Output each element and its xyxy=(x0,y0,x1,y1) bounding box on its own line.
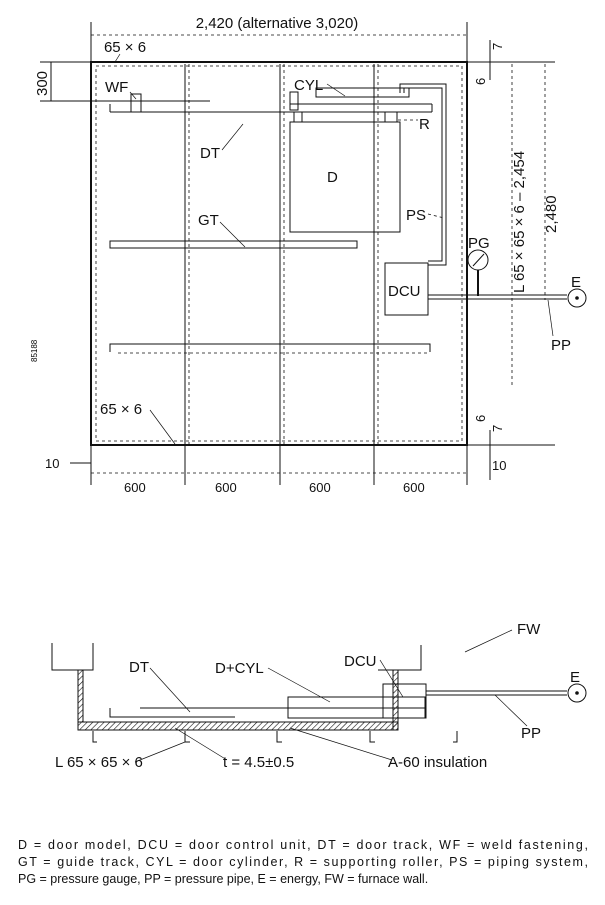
section-label-pp: PP xyxy=(521,725,541,742)
legend-line-3: PG = pressure gauge, PP = pressure pipe,… xyxy=(18,872,428,886)
label-pg: PG xyxy=(468,235,490,252)
section-label-dt: DT xyxy=(129,659,149,676)
offset-right: 10 xyxy=(492,458,506,473)
section-label-angle: L 65 × 65 × 6 xyxy=(55,754,143,771)
leader-line xyxy=(174,727,228,761)
leader-line xyxy=(267,667,331,703)
leader-line xyxy=(134,741,186,763)
leader-line xyxy=(464,629,513,653)
section-door-track xyxy=(109,708,235,718)
label-d: D xyxy=(327,169,338,186)
section-dcu xyxy=(382,683,427,719)
weld-fastening xyxy=(130,93,142,113)
floor-insulation xyxy=(77,721,399,731)
legend: D = door model, DCU = door control unit,… xyxy=(18,838,588,886)
leader-line xyxy=(114,53,121,63)
leader-line xyxy=(149,667,191,713)
right-dimensions xyxy=(467,40,555,480)
label-ps: PS xyxy=(406,207,426,224)
furnace-wall-left xyxy=(51,643,94,671)
supporting-roller xyxy=(384,111,398,123)
label-wf: WF xyxy=(105,79,128,96)
door-control-unit xyxy=(384,262,429,316)
spacing-4: 600 xyxy=(403,480,425,495)
label-e: E xyxy=(571,274,581,291)
right-wall-insulation xyxy=(392,669,399,731)
leader-line xyxy=(494,694,528,727)
energy-dot xyxy=(575,691,579,695)
spacing-2: 600 xyxy=(215,480,237,495)
height-300: 300 xyxy=(34,71,51,96)
spacing-3: 600 xyxy=(309,480,331,495)
energy-dot xyxy=(575,296,579,300)
door-cylinder xyxy=(315,87,410,98)
leader-line xyxy=(379,659,404,698)
section-label-fw: FW xyxy=(517,621,541,638)
support-angles xyxy=(92,731,458,743)
legend-line-1: D = door model, DCU = door control unit,… xyxy=(18,838,588,852)
section-label-insulation: A-60 insulation xyxy=(388,754,487,771)
piping-system-inner xyxy=(403,87,443,262)
section-label-d-cyl: D+CYL xyxy=(215,660,264,677)
left-wall-insulation xyxy=(77,669,84,723)
piping-system xyxy=(399,83,447,266)
section-energy-icon xyxy=(567,683,587,703)
section-label-dcu: DCU xyxy=(344,653,377,670)
leader-line xyxy=(427,213,445,219)
label-gt: GT xyxy=(198,212,219,229)
section-view: FW DT D+CYL DCU E PP L 65 × 65 × 6 t = 4… xyxy=(51,621,587,771)
inner-frame xyxy=(95,65,463,442)
figure-number: 85188 xyxy=(30,339,39,362)
guide-track xyxy=(109,240,358,249)
label-dt: DT xyxy=(200,145,220,162)
cylinder-mount xyxy=(289,91,299,111)
test-frame xyxy=(90,61,468,446)
width-dimension: 2,420 (alternative 3,020) xyxy=(196,15,359,32)
leader-line xyxy=(547,299,554,337)
dim-7-bottom: 7 xyxy=(490,425,505,432)
door-model xyxy=(289,121,401,233)
leader-line xyxy=(149,409,176,445)
bottom-angle-label: 65 × 6 xyxy=(100,401,142,418)
section-label-thickness: t = 4.5±0.5 xyxy=(223,754,294,771)
top-angle-label: 65 × 6 xyxy=(104,39,146,56)
legend-line-2: GT = guide track, CYL = door cylinder, R… xyxy=(18,855,588,869)
energy-source-icon xyxy=(567,288,587,308)
label-pp: PP xyxy=(551,337,571,354)
label-cyl: CYL xyxy=(294,77,323,94)
leader-line xyxy=(326,83,346,97)
dim-6-top: 6 xyxy=(473,78,488,85)
section-label-e: E xyxy=(570,669,580,686)
dim-7-top: 7 xyxy=(490,43,505,50)
leader-line xyxy=(289,727,393,761)
frame-posts xyxy=(184,64,379,445)
offset-left: 10 xyxy=(45,456,59,471)
dim-6-bottom: 6 xyxy=(473,415,488,422)
bottom-dimensions xyxy=(70,445,468,485)
furnace-wall-right xyxy=(378,645,422,671)
section-door-cylinder xyxy=(287,696,426,719)
height-2480: 2,480 xyxy=(543,195,560,233)
leader-line xyxy=(219,221,246,248)
spacing-1: 600 xyxy=(124,480,146,495)
leader-line xyxy=(221,123,244,151)
label-dcu: DCU xyxy=(388,283,421,300)
leader-line xyxy=(129,91,137,100)
plan-view: 2,420 (alternative 3,020) 65 × 6 300 WF … xyxy=(30,15,587,495)
label-r: R xyxy=(419,116,430,133)
lower-guide xyxy=(109,343,431,352)
gauge-needle xyxy=(472,253,485,267)
angle-length-dimension: L 65 × 65 × 6 – 2,454 xyxy=(511,151,528,293)
